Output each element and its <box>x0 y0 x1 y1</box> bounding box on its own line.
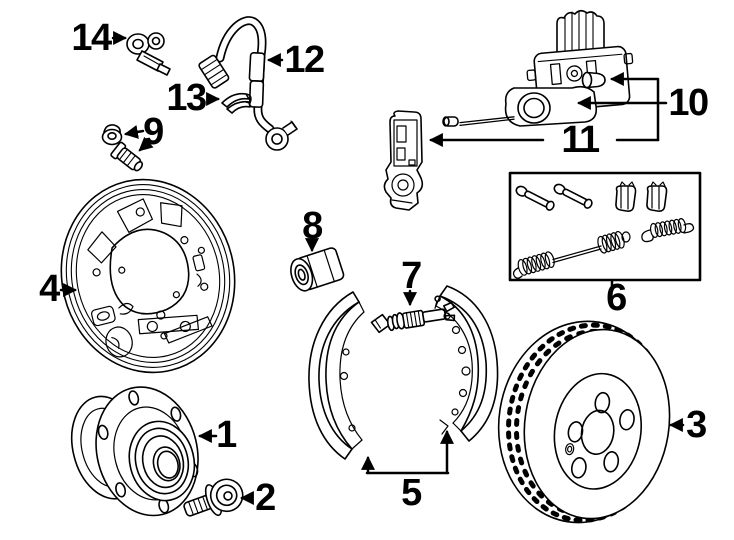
shoe-adjuster-icon <box>370 295 456 334</box>
callout-label-11[interactable]: 11 <box>561 119 600 161</box>
callout-label-3[interactable]: 3 <box>686 404 707 446</box>
brake-shoes-icon <box>308 285 499 460</box>
bleeder-screw-and-cap-icon <box>101 124 144 172</box>
callout-label-12[interactable]: 12 <box>284 39 325 81</box>
callout-label-5[interactable]: 5 <box>401 472 422 514</box>
actuator-plug-icon <box>581 71 606 89</box>
hub-bolt-icon <box>183 478 244 517</box>
brake-drum-icon <box>497 320 671 524</box>
callout-label-7[interactable]: 7 <box>401 255 422 297</box>
callout-label-8[interactable]: 8 <box>302 205 323 247</box>
callout-leader-lines <box>59 31 685 505</box>
callout-label-13[interactable]: 13 <box>166 77 207 119</box>
callout-label-1[interactable]: 1 <box>216 414 237 456</box>
callout-label-10[interactable]: 10 <box>668 82 709 124</box>
callout-label-2[interactable]: 2 <box>255 477 276 519</box>
callout-label-14[interactable]: 14 <box>71 17 112 59</box>
hub-bearing-icon <box>70 386 199 517</box>
wheel-cylinder-icon <box>290 247 345 292</box>
actuator-bracket-icon <box>383 110 424 211</box>
hardware-kit-icon <box>508 171 702 282</box>
callout-label-9[interactable]: 9 <box>143 111 164 153</box>
backing-plate-icon <box>60 178 236 374</box>
parking-brake-actuator-icon <box>442 9 634 127</box>
abs-speed-sensor-icon <box>126 32 171 76</box>
callout-label-6[interactable]: 6 <box>606 277 627 319</box>
brake-hose-icon <box>198 16 298 151</box>
callout-label-4[interactable]: 4 <box>39 268 60 310</box>
hose-clip-icon <box>221 92 252 114</box>
